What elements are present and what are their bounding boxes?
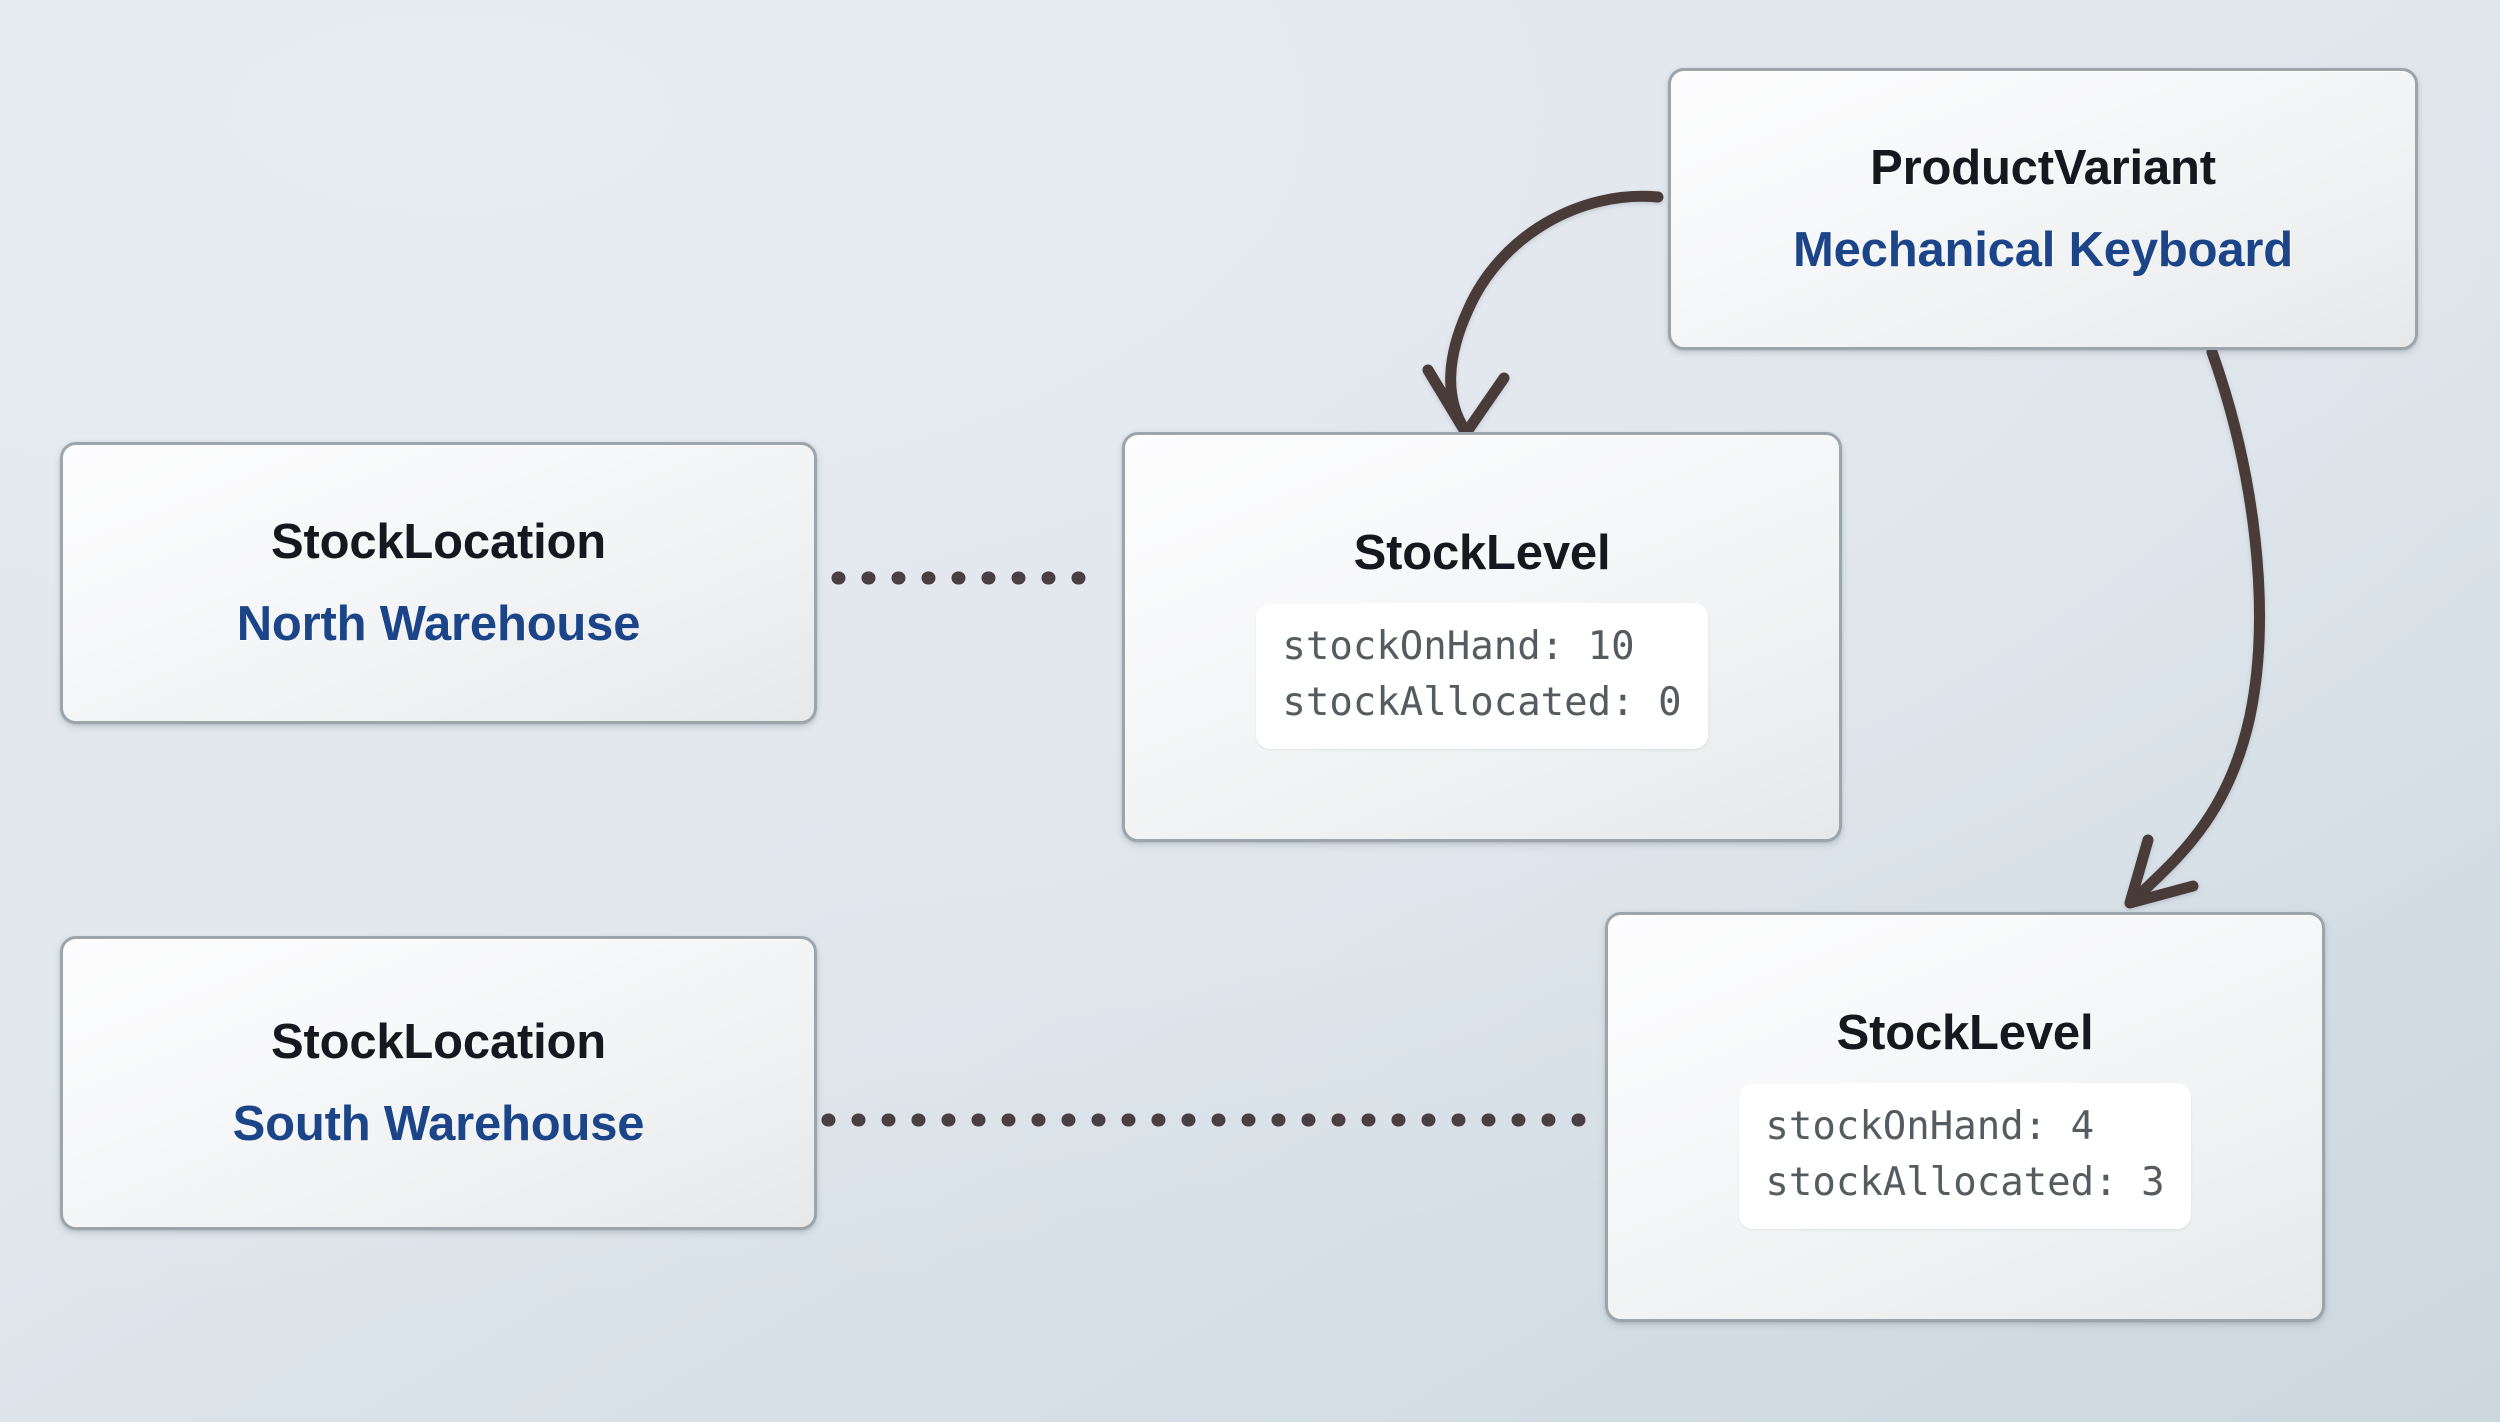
node-stock-level-2-title: StockLevel bbox=[1836, 1005, 2094, 1060]
node-stock-level-1-fields: stockOnHand: 10 stockAllocated: 0 bbox=[1256, 602, 1708, 750]
node-product-variant-subtitle: Mechanical Keyboard bbox=[1793, 223, 2293, 277]
node-stock-level-2[interactable]: StockLevel stockOnHand: 4 stockAllocated… bbox=[1605, 912, 2325, 1322]
node-product-variant[interactable]: ProductVariant Mechanical Keyboard bbox=[1668, 68, 2418, 350]
node-stock-location-north-title: StockLocation bbox=[271, 515, 606, 569]
field-stock-allocated: stockAllocated: 0 bbox=[1282, 680, 1682, 725]
node-stock-level-2-fields: stockOnHand: 4 stockAllocated: 3 bbox=[1739, 1082, 2191, 1230]
node-product-variant-title: ProductVariant bbox=[1870, 141, 2216, 195]
field-stock-on-hand: stockOnHand: 10 bbox=[1282, 623, 1635, 669]
edge-variant-to-stocklevel-2 bbox=[2124, 346, 2265, 909]
edge-variant-to-stocklevel-1 bbox=[1422, 190, 1664, 439]
node-stock-location-south-subtitle: South Warehouse bbox=[232, 1097, 645, 1151]
field-stock-on-hand: stockOnHand: 4 bbox=[1765, 1103, 2095, 1149]
node-stock-location-south-title: StockLocation bbox=[271, 1015, 606, 1069]
node-stock-location-north-subtitle: North Warehouse bbox=[236, 597, 641, 651]
node-stock-level-1[interactable]: StockLevel stockOnHand: 10 stockAllocate… bbox=[1122, 432, 1842, 842]
node-stock-level-1-title: StockLevel bbox=[1353, 525, 1611, 580]
node-stock-location-north[interactable]: StockLocation North Warehouse bbox=[60, 442, 817, 724]
field-stock-allocated: stockAllocated: 3 bbox=[1765, 1160, 2165, 1205]
node-stock-location-south[interactable]: StockLocation South Warehouse bbox=[60, 936, 817, 1230]
